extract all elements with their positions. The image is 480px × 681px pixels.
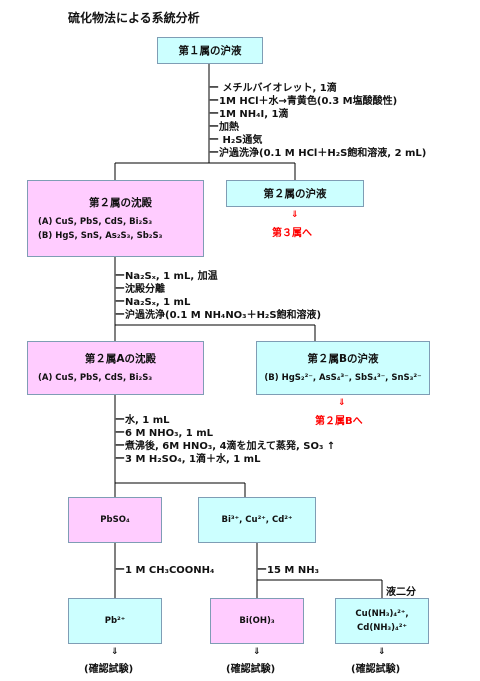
confirm-test-3: (確認試験) (351, 664, 401, 675)
steps-group2: ーNa₂Sₓ, 1 mL, 加温 ー沈殿分離 ーNa₂Sₓ, 1 mL ー沪過洗… (115, 270, 321, 322)
step-2-4: ー沪過洗浄(0.1 M NH₄NO₃＋H₂S飽和溶液) (115, 310, 322, 321)
box-group2-filtrate: 第２属の沪液 (226, 180, 364, 207)
step-2-3: ーNa₂Sₓ, 1 mL (115, 297, 191, 308)
box-group2-precipitate-line-a: (A) CuS, PbS, CdS, Bi₂S₃ (38, 216, 153, 227)
arrow-confirm-3: ⇓ (378, 647, 386, 657)
box-bioh3: Bi(OH)₃ (210, 598, 304, 644)
arrow-to-group3: ⇓ (291, 210, 299, 220)
step-3-3: ー煮沸後, 6M HNO₃, 4滴を加えて蒸発, SO₃ ↑ (115, 441, 336, 452)
box-group2b-filtrate-title: 第２属Bの沪液 (307, 353, 379, 365)
box-group2-precipitate-line-b: (B) HgS, SnS, As₂S₃, Sb₂S₃ (38, 230, 163, 241)
step-1-4: ー加熱 (209, 122, 239, 133)
box-bi-cu-cd: Bi³⁺, Cu²⁺, Cd²⁺ (198, 497, 316, 543)
to-group3-label: 第３属へ (272, 228, 312, 239)
box-group1-filtrate: 第１属の沪液 (157, 37, 263, 64)
step-1-5: ー H₂S通気 (209, 135, 263, 146)
box-cu-cd-ammine-line2: Cd(NH₃)₄²⁺ (357, 623, 407, 633)
box-group2a-precipitate-line: (A) CuS, PbS, CdS, Bi₂S₃ (38, 373, 153, 383)
step-1-2: ー1M HCl＋水→青黄色(0.3 M塩酸酸性) (209, 96, 398, 107)
step-1-3: ー1M NH₄I, 1滴 (209, 109, 289, 120)
box-pbso4-label: PbSO₄ (100, 515, 130, 525)
box-pb2: Pb²⁺ (68, 598, 162, 644)
step-bi-reagent: ー15 M NH₃ (257, 565, 319, 576)
to-group2b-label: 第２属Bへ (315, 416, 363, 427)
steps-group2a: ー水, 1 mL ー6 M NHO₃, 1 mL ー煮沸後, 6M HNO₃, … (115, 414, 335, 466)
step-3-4: ー3 M H₂SO₄, 1滴＋水, 1 mL (115, 454, 261, 465)
box-group2b-filtrate-line: (B) HgS₂²⁻, AsS₄³⁻, SbS₄³⁻, SnS₃²⁻ (264, 373, 422, 383)
confirm-test-1: (確認試験) (84, 664, 134, 675)
box-cu-cd-ammine-line1: Cu(NH₃)₄²⁺, (355, 609, 409, 619)
box-cu-cd-ammine: Cu(NH₃)₄²⁺, Cd(NH₃)₄²⁺ (335, 598, 429, 644)
step-2-1: ーNa₂Sₓ, 1 mL, 加温 (115, 271, 218, 282)
box-bioh3-label: Bi(OH)₃ (239, 616, 275, 626)
box-group2a-precipitate-title: 第２属Aの沈殿 (84, 353, 157, 365)
box-pb2-label: Pb²⁺ (104, 616, 126, 626)
box-bi-cu-cd-label: Bi³⁺, Cu²⁺, Cd²⁺ (221, 515, 293, 525)
box-pbso4: PbSO₄ (68, 497, 162, 543)
step-2-2: ー沈殿分離 (115, 284, 165, 295)
step-1-1: ー メチルバイオレット, 1滴 (209, 83, 337, 94)
step-3-2: ー6 M NHO₃, 1 mL (115, 428, 214, 439)
arrow-confirm-2: ⇓ (253, 647, 261, 657)
step-3-1: ー水, 1 mL (115, 415, 170, 426)
liquid-split-label: 液二分 (386, 587, 416, 598)
arrow-confirm-1: ⇓ (111, 647, 119, 657)
step-pb-reagent: ー1 M CH₃COONH₄ (115, 565, 215, 576)
box-group2-filtrate-label: 第２属の沪液 (263, 188, 327, 200)
page-title: 硫化物法による系統分析 (68, 11, 200, 25)
box-group2b-filtrate: 第２属Bの沪液 (B) HgS₂²⁻, AsS₄³⁻, SbS₄³⁻, SnS₃… (256, 341, 430, 395)
steps-group1: ー メチルバイオレット, 1滴 ー1M HCl＋水→青黄色(0.3 M塩酸酸性)… (209, 82, 426, 160)
box-group2a-precipitate: 第２属Aの沈殿 (A) CuS, PbS, CdS, Bi₂S₃ (27, 341, 204, 395)
confirm-test-2: (確認試験) (226, 664, 276, 675)
step-1-6: ー沪過洗浄(0.1 M HCl＋H₂S飽和溶液, 2 mL) (209, 148, 427, 159)
box-group2-precipitate: 第２属の沈殿 (A) CuS, PbS, CdS, Bi₂S₃ (B) HgS,… (27, 180, 204, 257)
box-group2-precipitate-title: 第２属の沈殿 (89, 196, 152, 209)
arrow-to-group2b: ⇓ (338, 398, 346, 408)
box-group1-filtrate-label: 第１属の沪液 (178, 45, 242, 57)
